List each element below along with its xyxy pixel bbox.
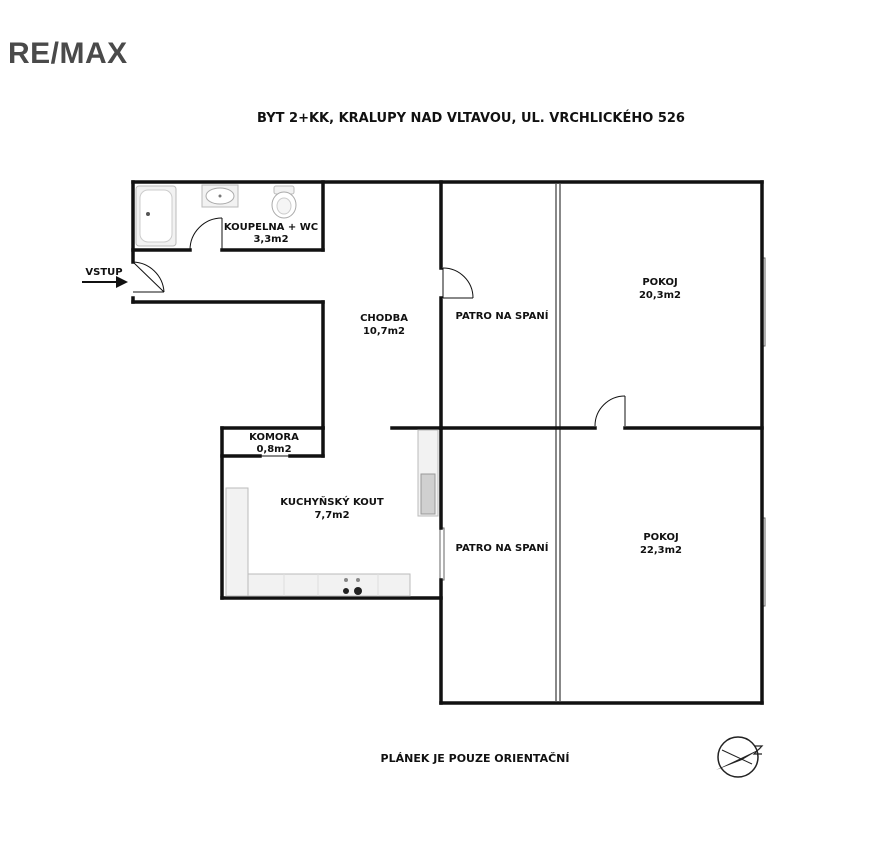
room-bottom-area: 22,3m2: [640, 545, 682, 556]
doors: [132, 217, 626, 457]
room-top-area: 20,3m2: [639, 290, 681, 301]
loft-top-name: PATRO NA SPANÍ: [456, 309, 549, 322]
kitchen-name: KUCHYŇSKÝ KOUT: [280, 495, 384, 508]
walls: [131, 180, 764, 705]
partitions: [555, 184, 561, 701]
storage-name: KOMORA: [249, 432, 299, 443]
sink-icon: [201, 184, 239, 208]
compass-icon: [716, 736, 764, 778]
arrow-right-icon: [82, 276, 128, 288]
bathtub-icon: [135, 185, 177, 247]
room-bottom-name: POKOJ: [643, 532, 678, 543]
room-top-name: POKOJ: [642, 277, 677, 288]
kitchen-counter: [225, 429, 439, 597]
kitchen-area: 7,7m2: [314, 510, 349, 521]
kitchen-sink-icon: [420, 473, 436, 515]
bathroom-name: KOUPELNA + WC: [224, 222, 318, 233]
bathroom-area: 3,3m2: [253, 234, 288, 245]
hallway-name: CHODBA: [360, 313, 408, 324]
hallway-area: 10,7m2: [363, 326, 405, 337]
window: [439, 527, 445, 581]
plan-title: BYT 2+KK, KRALUPY NAD VLTAVOU, UL. VRCHL…: [257, 110, 685, 126]
stove-icon: [343, 578, 362, 595]
toilet-icon: [271, 185, 297, 219]
remax-logo: RE/MAX: [8, 37, 128, 70]
entry-label: VSTUP: [85, 267, 122, 278]
disclaimer: PLÁNEK JE POUZE ORIENTAČNÍ: [381, 752, 570, 765]
storage-area: 0,8m2: [256, 444, 291, 455]
loft-bottom-name: PATRO NA SPANÍ: [456, 541, 549, 554]
